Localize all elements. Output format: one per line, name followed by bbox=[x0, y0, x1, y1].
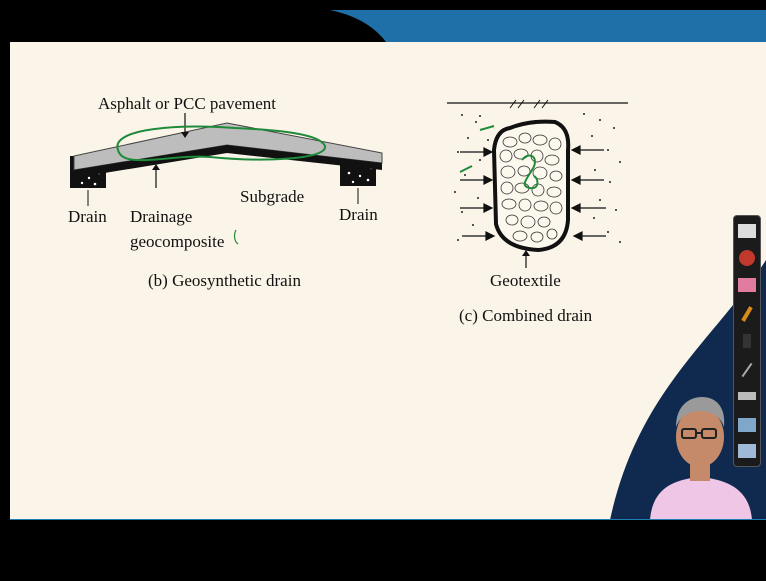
video-bottom-bar bbox=[0, 520, 766, 581]
presenter-shirt bbox=[650, 477, 752, 520]
slide: Asphalt or PCC pavement Drain Drainage g… bbox=[10, 10, 766, 520]
green-annotation-dash-1 bbox=[480, 126, 494, 130]
pen-red-icon[interactable] bbox=[739, 250, 755, 266]
screen-icon[interactable] bbox=[738, 418, 756, 432]
settings-icon[interactable] bbox=[738, 444, 756, 458]
figure-b-caption: (b) Geosynthetic drain bbox=[148, 271, 301, 290]
green-annotation-tick bbox=[235, 230, 238, 244]
drain-left-label: Drain bbox=[68, 207, 107, 226]
figure-c-diagram bbox=[447, 100, 628, 268]
geotextile-label: Geotextile bbox=[490, 271, 561, 290]
header-black-band bbox=[10, 10, 388, 42]
line-icon[interactable] bbox=[742, 363, 753, 377]
header-blue-band bbox=[330, 10, 766, 42]
eraser-tool-icon[interactable] bbox=[738, 224, 756, 238]
highlighter-icon[interactable] bbox=[738, 278, 756, 292]
figure-b-diagram bbox=[70, 113, 382, 244]
subgrade-label: Subgrade bbox=[240, 187, 304, 206]
drain-right-label: Drain bbox=[339, 205, 378, 224]
drainage-label-line1: Drainage bbox=[130, 207, 192, 226]
drainage-label-line2: geocomposite bbox=[130, 232, 224, 251]
combined-drain-body bbox=[494, 122, 568, 250]
annotation-toolbar bbox=[733, 215, 761, 467]
pavement-label: Asphalt or PCC pavement bbox=[98, 94, 276, 113]
figure-c-caption: (c) Combined drain bbox=[459, 306, 593, 325]
pointer-icon[interactable] bbox=[743, 334, 751, 348]
rectangle-icon[interactable] bbox=[738, 392, 756, 400]
pencil-icon[interactable] bbox=[741, 306, 752, 322]
green-annotation-dash-2 bbox=[460, 166, 472, 172]
